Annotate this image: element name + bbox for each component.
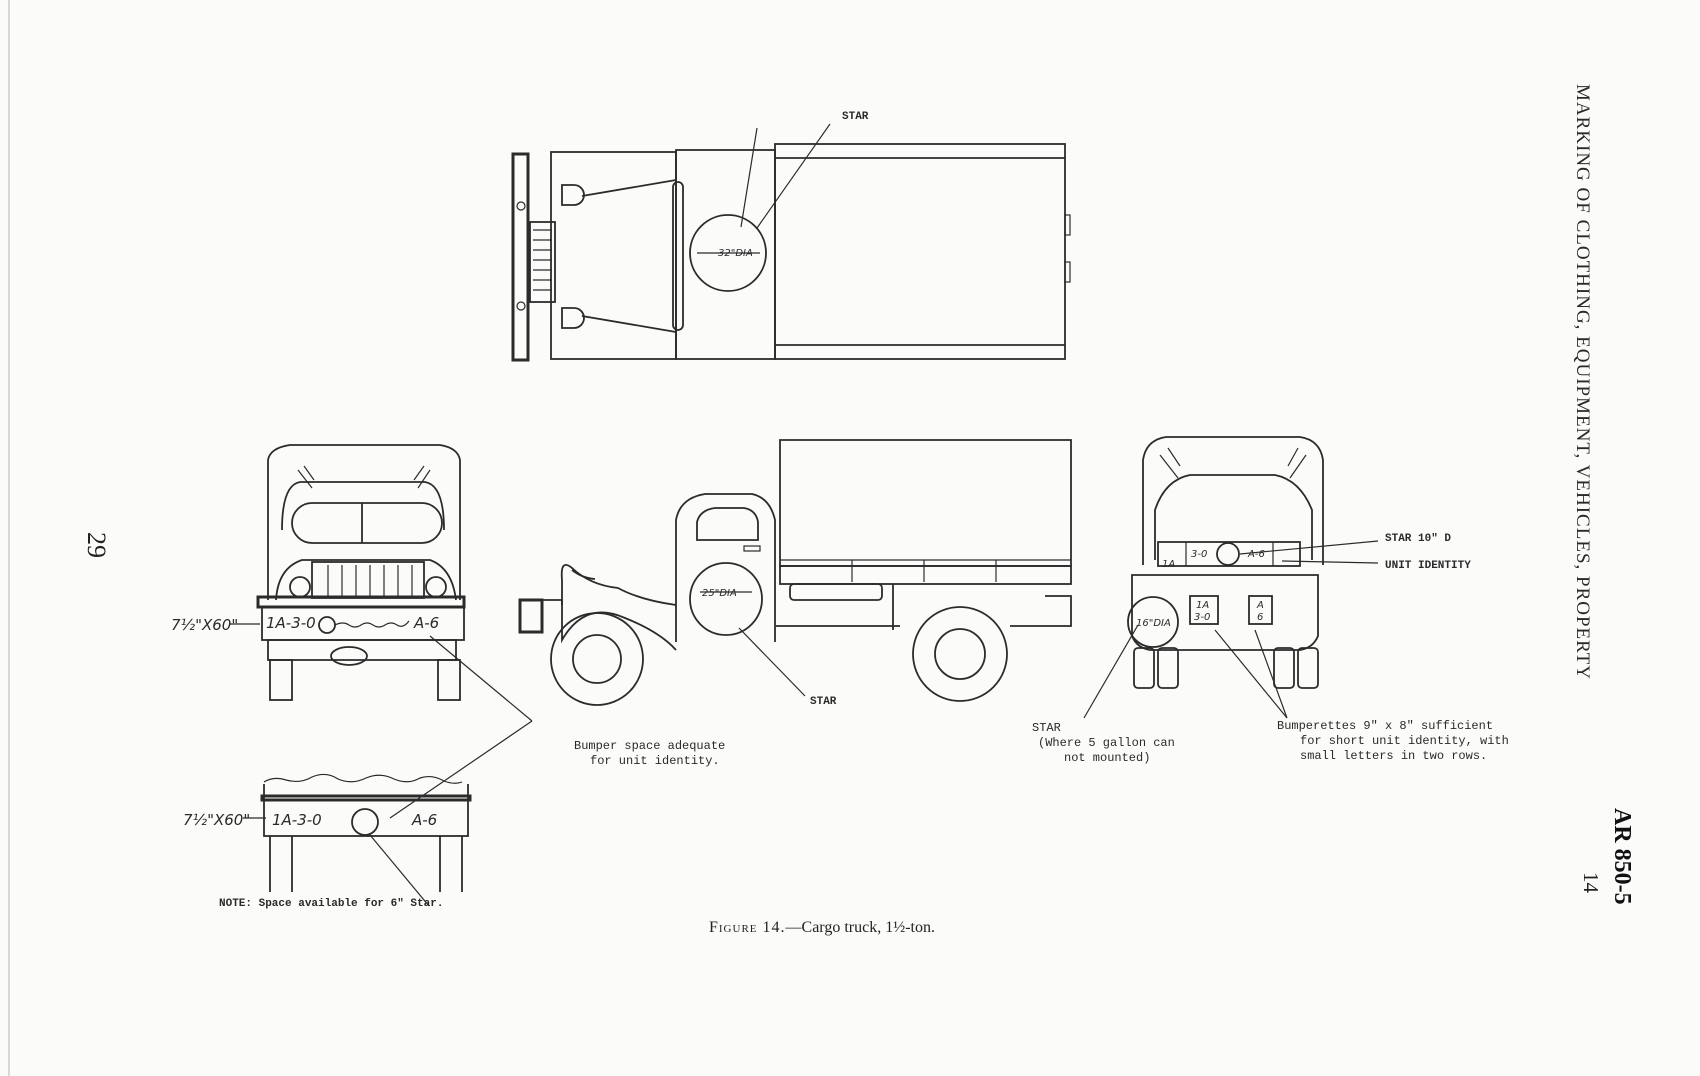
rear-can-note-line2: (Where 5 gallon can [1038,736,1175,750]
bumperettes-note-line3: small letters in two rows. [1300,749,1487,763]
front-view-bumper-top [256,595,466,609]
alternate-right-id: A-6 [411,811,437,829]
alternate-view-grille-top [263,773,463,784]
top-view-star-circle [689,214,767,292]
rear-bump-right-bottom: 6 [1257,612,1263,623]
front-view-headlight-left [289,576,311,598]
alternate-left-id: 1A-3-0 [272,811,322,829]
running-head-title: MARKING OF CLOTHING, EQUIPMENT, VEHICLES… [1572,84,1593,680]
top-view-truck [511,123,1071,362]
side-star-dia-label: 25"DIA [702,588,737,599]
front-view-cab [281,481,445,531]
rear-view-wheel-3 [1273,647,1295,689]
bumper-note-line1: Bumper space adequate [574,739,725,753]
front-view-headlight-right [425,576,447,598]
rear-view-wheel-4 [1297,647,1319,689]
side-view-rear-wheel [912,606,1008,702]
rear-view-opening [1154,474,1313,560]
top-view-headlight-right [561,307,585,329]
top-view-bumper [511,152,530,362]
rear-tail-mid: 3-0 [1191,549,1207,560]
side-view-window [696,507,759,541]
rear-can-note-line3: not mounted) [1064,751,1150,765]
front-dim-label: 7½"X60" [171,616,238,634]
rear-bump-left-top: 1A [1196,600,1209,611]
front-view-windshield [291,502,443,544]
rear-bump-left-bottom: 3-0 [1194,612,1210,623]
rear-view-bumperette-left [1189,595,1219,625]
side-view-canvas-top [779,439,1072,567]
front-view-grille [311,561,425,599]
front-view-wheel-left [269,659,293,701]
alternate-view-star-circle [351,808,379,836]
bumper-note-line2: for unit identity. [590,754,720,768]
page-edge-rule [8,0,10,1076]
top-view-grille [529,221,556,303]
rear-star-dia-label: 16"DIA [1136,618,1171,629]
figure-caption-lead: Figure 14. [709,919,786,936]
bumperettes-note-line1: Bumperettes 9" x 8" sufficient [1277,719,1493,733]
alternate-dim-label: 7½"X60" [183,811,250,829]
rear-view-bumperette-right [1248,595,1273,625]
rear-star-size-label: STAR 10" D [1385,533,1451,545]
rear-view-wheel-1 [1133,647,1155,689]
running-head-number: 14 [1579,872,1603,894]
rear-tail-right: A-6 [1247,549,1265,560]
rear-can-note-line1: STAR [1032,721,1061,735]
rear-view-star-circle [1127,596,1179,648]
alternate-bumper-view [260,773,472,907]
front-left-id: 1A-3-0 [266,614,316,632]
top-star-label: STAR [842,111,869,123]
page-number: 29 [82,532,111,558]
rear-view-truck [1083,436,1379,719]
figure-caption-text: —Cargo truck, 1½-ton. [785,919,935,936]
front-view-truck [256,444,466,701]
side-view-bumper [518,598,544,634]
rear-tail-left: 1A [1162,559,1175,570]
side-view-truck [518,439,1072,706]
side-view-cargo-body [779,565,1072,585]
side-view-hood [560,564,677,606]
top-view-headlight-left [561,184,585,206]
front-view-canvas-top [267,444,461,600]
side-view-star-circle [689,562,763,636]
top-view-cargo-bed [774,143,1066,360]
rear-view-canvas-top [1142,436,1324,565]
top-star-dia-label: 32"DIA [718,248,753,259]
side-view-front-wheel [550,612,644,706]
star-space-note: NOTE: Space available for 6" Star. [219,898,443,910]
side-star-label: STAR [810,696,837,708]
rear-view-body [1131,574,1319,651]
running-head-code: AR 850-5 [1609,808,1635,905]
front-view-wheel-right [437,659,461,701]
rear-unit-identity-label: UNIT IDENTITY [1385,560,1471,572]
figure-caption: Figure 14.—Cargo truck, 1½-ton. [709,919,935,936]
rear-view-tailgate [1157,541,1301,567]
rear-view-wheel-2 [1157,647,1179,689]
rear-bump-right-top: A [1256,600,1264,611]
front-right-id: A-6 [413,614,439,632]
front-view-hood [275,559,457,601]
side-view-cab [675,493,776,642]
bumperettes-note-line2: for short unit identity, with [1300,734,1509,748]
